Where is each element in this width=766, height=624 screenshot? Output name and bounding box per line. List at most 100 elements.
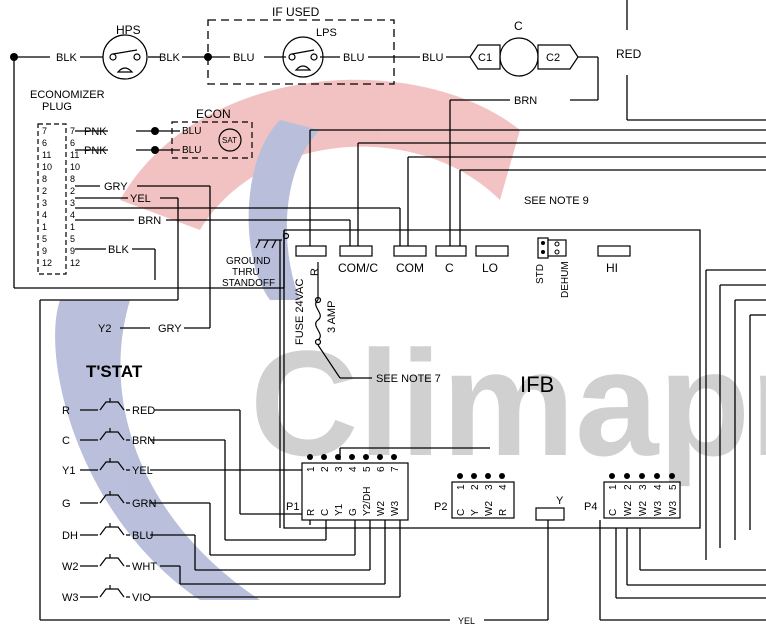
plug-pin-right: 5 [70,234,75,244]
wire-red: RED [616,47,642,61]
p1-term-w3: W3 [390,501,401,516]
y-label: Y [556,495,564,507]
p4-term-w3: W3 [653,501,664,516]
p1-pin-number: 6 [376,466,387,472]
tstat-switch-glyph [80,458,130,471]
p2-term-y: Y [470,509,481,516]
dehum-pins [541,241,560,255]
tstat-terminal-c: C [62,435,70,447]
watermark-text: Climapr [250,319,766,487]
p2-pin-number: 1 [456,484,467,490]
p4-term-w2: W2 [623,501,634,516]
tstat-wire-brn: BRN [132,435,155,447]
p1-pin-number: 4 [348,466,359,472]
p1-term-g: G [348,508,359,516]
ifb-label: IFB [520,372,554,397]
wire-blk-1: BLK [56,52,77,64]
wire-gry: GRY [104,181,128,193]
p1-term-y2-dh: Y2/DH [362,487,373,516]
term-com: COM [396,261,424,275]
tstat-switch-glyph [80,554,130,567]
p1-term-r: R [306,509,317,516]
p2-term-r: R [498,509,509,516]
p1-pin-number: 2 [320,466,331,472]
tstat-wire-grn: GRN [132,498,157,510]
p1-label: P1 [286,501,299,513]
plug-pin-left: 3 [42,198,47,208]
board-terminals [295,237,631,521]
if-used-box [207,19,395,85]
p4-term-c: C [608,509,619,516]
wire-pnk-2: PNK [84,145,107,157]
fuse-label: FUSE 24VAC [294,279,306,345]
wire-blk-2: BLK [159,52,180,64]
plug-pin-right: 2 [70,186,75,196]
wires [13,0,766,621]
p4-pin-number: 1 [608,484,619,490]
plug-pin-right: 1 [70,222,75,232]
lps-switch [282,36,324,78]
p1-term-y1: Y1 [334,503,345,516]
p1-connector [301,454,409,521]
tstat-wire-vio: VIO [132,592,151,604]
p4-pin-number: 5 [668,484,679,490]
economizer-plug [37,123,67,275]
p2-term-c: C [456,509,467,516]
p4-term-w3: W3 [668,501,679,516]
tstat-wire-yel: YEL [132,465,153,477]
econ-blu-2: BLU [182,145,201,156]
wire-yel: YEL [130,193,151,205]
wire-gry-2: GRY [158,323,182,335]
p2-pin-number: 3 [484,484,495,490]
wire-blk-plug: BLK [108,244,129,256]
hps-label: HPS [116,23,141,37]
tstat-switch-glyph [80,398,130,411]
wire-blu-1: BLU [233,52,254,64]
see-note-7: SEE NOTE 7 [376,373,441,385]
tstat-switch-glyph [80,585,130,598]
plug-pin-left: 12 [42,258,52,268]
term-hi: HI [606,261,618,275]
plug-pin-left: 1 [42,222,47,232]
p4-pin-number: 2 [623,484,634,490]
plug-pin-left: 10 [42,162,52,172]
ground-icon [255,232,290,249]
plug-pin-right: 8 [70,174,75,184]
tstat-wire-wht: WHT [132,561,157,573]
plug-pin-right: 11 [70,150,79,160]
hps-switch [102,34,148,80]
plug-pin-left: 9 [42,246,47,256]
plug-pin-right: 12 [70,258,80,268]
dehum-label: DEHUM [560,261,571,298]
p1-term-c: C [320,509,331,516]
p2-term-w2: W2 [484,501,495,516]
econ-box [171,121,253,159]
p4-connector [603,473,681,519]
std-label: STD [535,264,546,284]
motor-c [469,37,579,77]
plug-pin-left: 2 [42,186,47,196]
tstat-terminal-w2: W2 [62,561,79,573]
plug-pin-left: 5 [42,234,47,244]
plug-label: PLUG [42,101,72,113]
tstat-switches [80,398,130,598]
tstat-terminal-dh: DH [62,530,78,542]
p2-pin-number: 2 [470,484,481,490]
p1-term-w2: W2 [376,501,387,516]
c1-label: C1 [478,52,492,64]
p1-pin-number: 5 [362,466,373,472]
plug-pin-right: 6 [70,138,75,148]
plug-pin-left: 7 [42,126,47,136]
plug-pin-right: 9 [70,246,75,256]
plug-pin-right: 3 [70,198,75,208]
tstat-switch-glyph [80,428,130,441]
tstat-switch-glyph [80,523,130,536]
c2-label: C2 [546,52,560,64]
p2-label: P2 [434,501,447,513]
tstat-label: T'STAT [86,362,143,381]
tstat-terminal-g: G [62,498,71,510]
